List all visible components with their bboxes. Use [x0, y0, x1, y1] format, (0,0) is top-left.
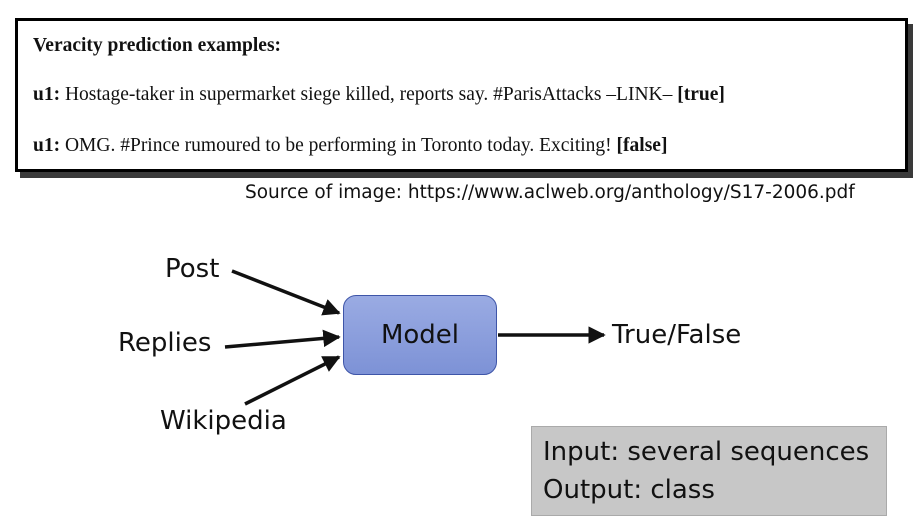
example-text: Hostage-taker in supermarket siege kille… — [60, 84, 678, 105]
arrow-wikipedia-to-model — [244, 355, 341, 406]
arrow-post-to-model — [231, 269, 341, 316]
input-replies-label: Replies — [118, 328, 212, 358]
examples-box: Veracity prediction examples: u1: Hostag… — [15, 18, 908, 172]
example-prefix: u1: — [33, 84, 61, 105]
example-text: OMG. #Prince rumoured to be performing i… — [60, 135, 617, 156]
example-line: u1: Hostage-taker in supermarket siege k… — [33, 84, 725, 106]
output-label: True/False — [612, 320, 742, 350]
input-summary: Input: several sequences — [543, 437, 870, 467]
model-box: Model — [343, 295, 497, 375]
source-caption: Source of image: https://www.aclweb.org/… — [245, 182, 855, 203]
io-summary-box: Input: several sequences Output: class — [531, 426, 887, 516]
example-label: [false] — [616, 135, 668, 156]
model-label: Model — [380, 320, 460, 350]
arrow-replies-to-model — [224, 329, 341, 349]
example-line: u1: OMG. #Prince rumoured to be performi… — [33, 135, 667, 157]
example-label: [true] — [677, 84, 725, 105]
input-post-label: Post — [165, 254, 220, 284]
examples-title: Veracity prediction examples: — [33, 35, 282, 56]
example-prefix: u1: — [33, 135, 61, 156]
output-summary: Output: class — [543, 475, 715, 505]
input-wikipedia-label: Wikipedia — [160, 406, 287, 436]
